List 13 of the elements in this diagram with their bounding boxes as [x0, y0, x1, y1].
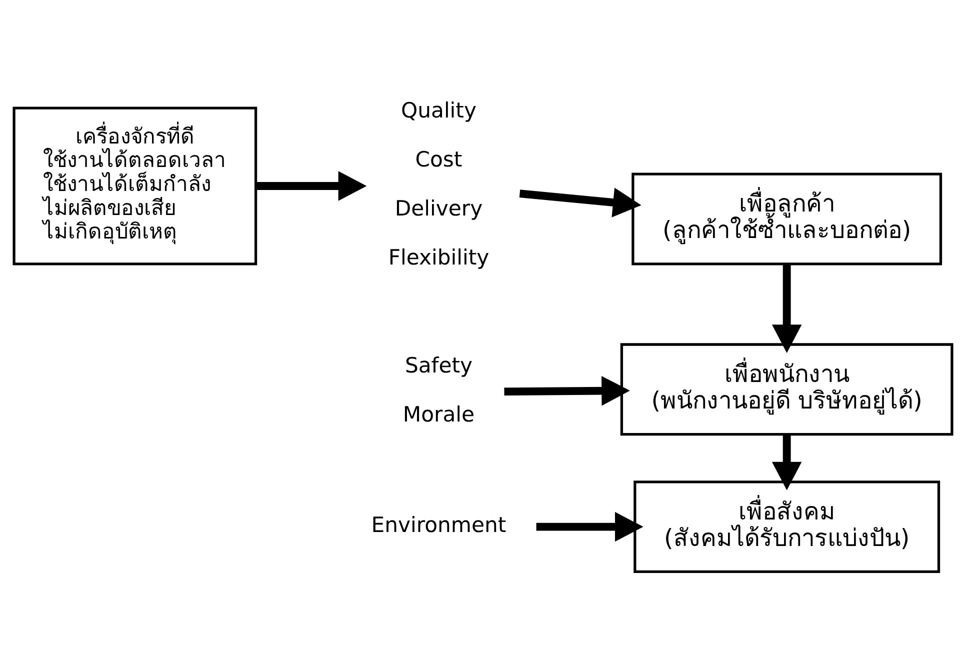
arrow — [772, 434, 802, 490]
node-text: Environment — [371, 511, 506, 536]
arrow — [504, 375, 630, 406]
arrow — [256, 170, 367, 200]
node-box: เพื่อสังคม (สังคมได้รับการแบ่งปัน) — [634, 480, 940, 573]
node-box: เพื่อพนักงาน (พนักงานอยู่ดี บริษัทอยู่ได้) — [620, 342, 954, 436]
arrow — [772, 264, 802, 353]
arrow — [519, 187, 642, 217]
node-text: Quality Cost Delivery Flexibility — [388, 97, 490, 269]
node-text: Safety Morale — [402, 352, 475, 426]
node-box: เพื่อลูกค้า (ลูกค้าใช้ซ้ำและบอกต่อ) — [632, 172, 942, 265]
node-box: เครื่องจักรที่ดี ใช้งานได้ตลอดเวลา ใช้งานได้เต็มกำลัง ไม่ผลิตของเสีย ไม่เกิดอุบัติเหตุ — [12, 106, 258, 265]
arrow — [536, 511, 644, 542]
